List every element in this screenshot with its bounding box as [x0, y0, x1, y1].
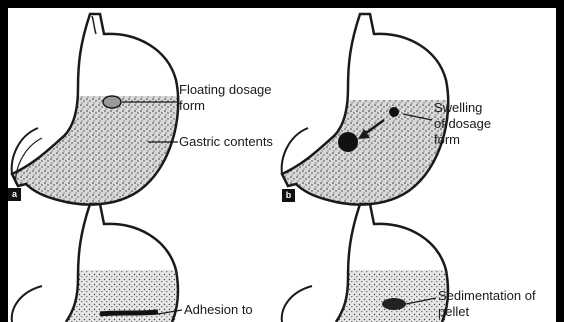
label-swelling-dosage-form: Swelling of dosage form [434, 100, 491, 148]
floating-dosage-form-a [103, 96, 121, 108]
small-dosage-form-b [389, 107, 399, 117]
label-gastric-contents: Gastric contents [179, 134, 273, 150]
label-floating-dosage-form: Floating dosage form [179, 82, 272, 114]
figure-panel: a b Floating dosage form Gastric content… [8, 8, 556, 322]
stomach-a [8, 14, 208, 216]
panel-badge-a: a [8, 188, 21, 201]
adhered-dosage-form-c [100, 312, 158, 314]
label-sedimentation: Sedimentation of pellet [438, 288, 536, 320]
stomach-diagram [8, 8, 556, 322]
swollen-dosage-form-b [338, 132, 358, 152]
sedimented-pellet-d [382, 298, 406, 310]
label-adhesion: Adhesion to [184, 302, 253, 318]
panel-badge-b: b [282, 189, 295, 202]
stomach-c [8, 204, 208, 322]
